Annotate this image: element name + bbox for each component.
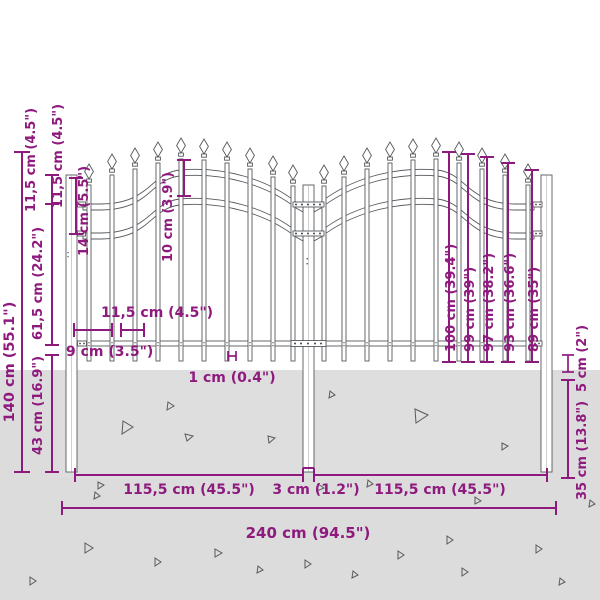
- rail-joint-marks: [88, 342, 506, 347]
- label-picket-height-99: 99 cm (39"): [463, 267, 478, 352]
- left-post: [65, 174, 78, 473]
- center-post: [302, 184, 315, 473]
- label-above-ground: 61,5 cm (24.2"): [31, 227, 46, 340]
- dim-total-height: [14, 151, 30, 473]
- label-post-depth: 35 cm (13.8"): [575, 401, 590, 500]
- dim-post-cap: [562, 354, 574, 373]
- label-post-cap: 5 cm (2"): [575, 325, 590, 392]
- label-top-gap: 11,5 cm (4.5"): [24, 108, 39, 212]
- label-edge-offset: 9 cm (3.5"): [66, 344, 153, 360]
- dimension-text-labels: 140 cm (55.1") 11,5 cm (4.5") 11,5 cm (4…: [2, 104, 590, 542]
- dim-post-depth: [561, 379, 575, 479]
- dim-picket-heights: [442, 151, 539, 363]
- label-overall-width: 240 cm (94.5"): [246, 524, 371, 542]
- ground-region: [0, 370, 600, 600]
- picket-group-right: [319, 137, 533, 362]
- picket-group-left: [84, 137, 298, 362]
- dim-rail-spacing: [69, 177, 83, 235]
- label-picket-height-97: 97 cm (38.2"): [482, 253, 497, 352]
- gate-leaf-right: [313, 137, 542, 362]
- dim-edge-offset: [73, 323, 113, 337]
- label-picket-thickness: 1 cm (0.4"): [188, 370, 275, 386]
- label-picket-height-89: 89 cm (35"): [527, 267, 542, 352]
- label-picket-height-100: 100 cm (39.4"): [444, 244, 459, 352]
- label-total-height: 140 cm (55.1"): [2, 302, 18, 423]
- label-leaf-width-left: 115,5 cm (45.5"): [123, 482, 255, 498]
- label-leaf-width-right: 115,5 cm (45.5"): [374, 482, 506, 498]
- gate-leaf-left: [77, 137, 304, 362]
- dim-leaf-widths: [74, 467, 548, 482]
- soil-texture-marks: [29, 390, 596, 586]
- dim-overall-width: [61, 501, 557, 515]
- label-arch-rise: 10 cm (3.9"): [161, 172, 176, 262]
- right-post: [540, 174, 553, 473]
- dim-top-gap: [45, 174, 59, 205]
- gate-assembly: [65, 137, 553, 473]
- dim-arch-rise: [177, 159, 191, 197]
- label-below-ground: 43 cm (16.9"): [31, 356, 46, 455]
- label-top-gap-secondary: 11,5 cm (4.5"): [51, 104, 66, 208]
- label-picket-spacing: 11,5 cm (4.5"): [101, 305, 213, 321]
- label-picket-height-93: 93 cm (36.6"): [503, 253, 518, 352]
- dim-picket-thickness: [227, 351, 237, 361]
- label-rail-spacing: 14 cm (5.5"): [77, 166, 92, 256]
- dim-picket-spacing: [120, 323, 145, 337]
- dimension-annotations: [14, 151, 575, 515]
- label-center-gap: 3 cm (1.2"): [272, 482, 359, 498]
- dim-below-ground: [45, 354, 59, 473]
